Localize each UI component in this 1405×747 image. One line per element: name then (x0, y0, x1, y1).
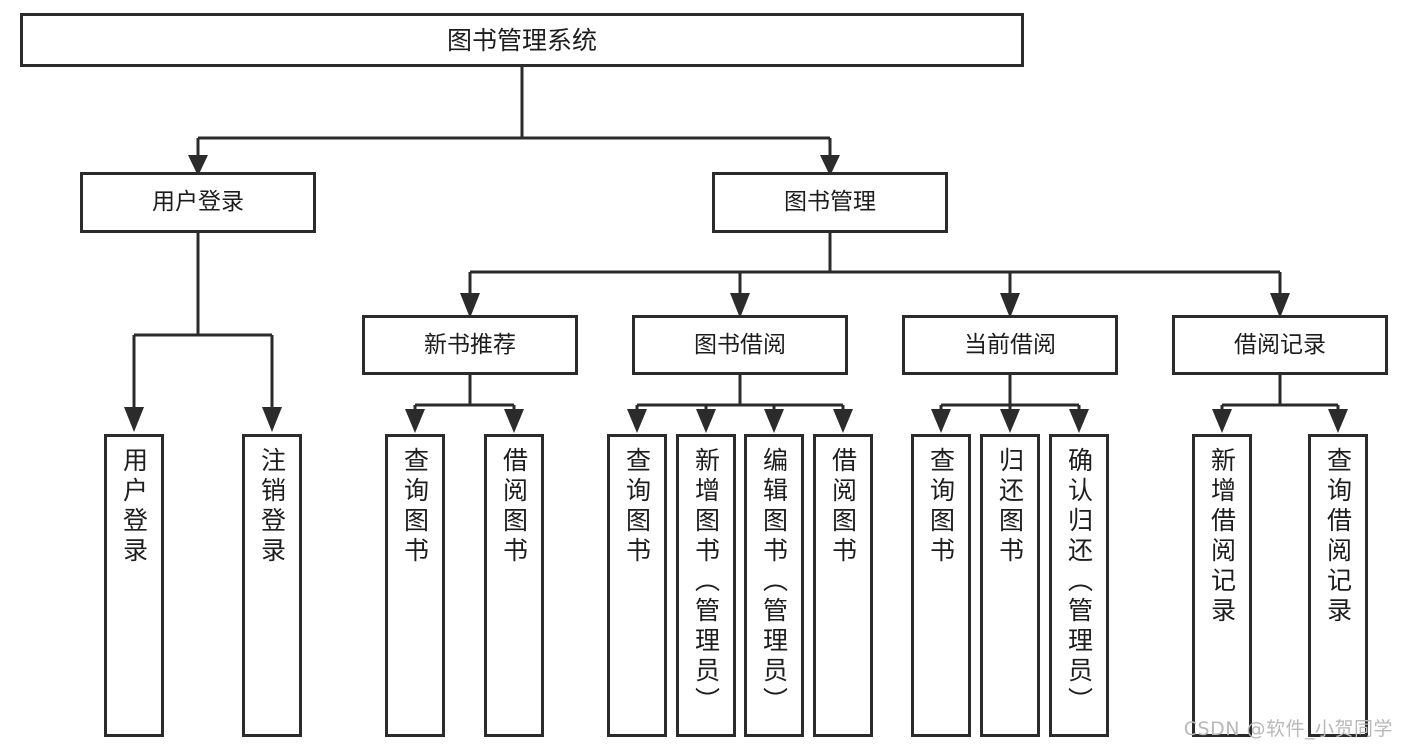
leaf-add-book-admin[interactable]: 新增图书（管理员） (676, 434, 736, 737)
node-root-system[interactable]: 图书管理系统 (20, 13, 1024, 67)
leaf-user-logout[interactable]: 注销登录 (242, 434, 302, 737)
node-label: 图书管理 (784, 189, 876, 216)
node-book-borrow[interactable]: 图书借阅 (632, 315, 848, 375)
node-label: 编辑图书（管理员） (759, 447, 789, 717)
leaf-query-book-current[interactable]: 查询图书 (911, 434, 971, 737)
leaf-return-book[interactable]: 归还图书 (980, 434, 1040, 737)
node-label: 新增图书（管理员） (691, 447, 721, 717)
node-label: 归还图书 (995, 447, 1025, 567)
leaf-user-login[interactable]: 用户登录 (104, 434, 164, 737)
leaf-confirm-return-admin[interactable]: 确认归还（管理员） (1049, 434, 1109, 737)
node-label: 用户登录 (152, 189, 244, 216)
node-label: 图书管理系统 (446, 25, 597, 55)
node-user-login[interactable]: 用户登录 (80, 172, 316, 233)
leaf-query-book-borrow[interactable]: 查询图书 (607, 434, 667, 737)
leaf-edit-book-admin[interactable]: 编辑图书（管理员） (744, 434, 804, 737)
node-label: 确认归还（管理员） (1064, 447, 1094, 717)
node-label: 借阅记录 (1234, 331, 1326, 358)
node-book-management[interactable]: 图书管理 (712, 172, 948, 233)
node-label: 新书推荐 (424, 331, 516, 358)
node-current-borrow[interactable]: 当前借阅 (902, 315, 1118, 375)
node-label: 查询借阅记录 (1323, 447, 1353, 627)
node-label: 借阅图书 (828, 447, 858, 567)
node-label: 用户登录 (119, 447, 149, 567)
node-label: 新增借阅记录 (1207, 447, 1237, 627)
leaf-query-book-recommend[interactable]: 查询图书 (385, 434, 445, 737)
node-label: 查询图书 (622, 447, 652, 567)
leaf-borrow-book-recommend[interactable]: 借阅图书 (484, 434, 544, 737)
node-borrow-record[interactable]: 借阅记录 (1172, 315, 1388, 375)
node-label: 借阅图书 (499, 447, 529, 567)
node-label: 当前借阅 (964, 331, 1056, 358)
leaf-query-borrow-record[interactable]: 查询借阅记录 (1308, 434, 1368, 737)
watermark-text: CSDN @软件_小贺同学 (1183, 718, 1393, 740)
leaf-add-borrow-record[interactable]: 新增借阅记录 (1192, 434, 1252, 737)
node-label: 查询图书 (400, 447, 430, 567)
node-label: 注销登录 (257, 447, 287, 567)
node-new-book-recommend[interactable]: 新书推荐 (362, 315, 578, 375)
node-label: 图书借阅 (694, 331, 786, 358)
leaf-borrow-book[interactable]: 借阅图书 (813, 434, 873, 737)
node-label: 查询图书 (926, 447, 956, 567)
